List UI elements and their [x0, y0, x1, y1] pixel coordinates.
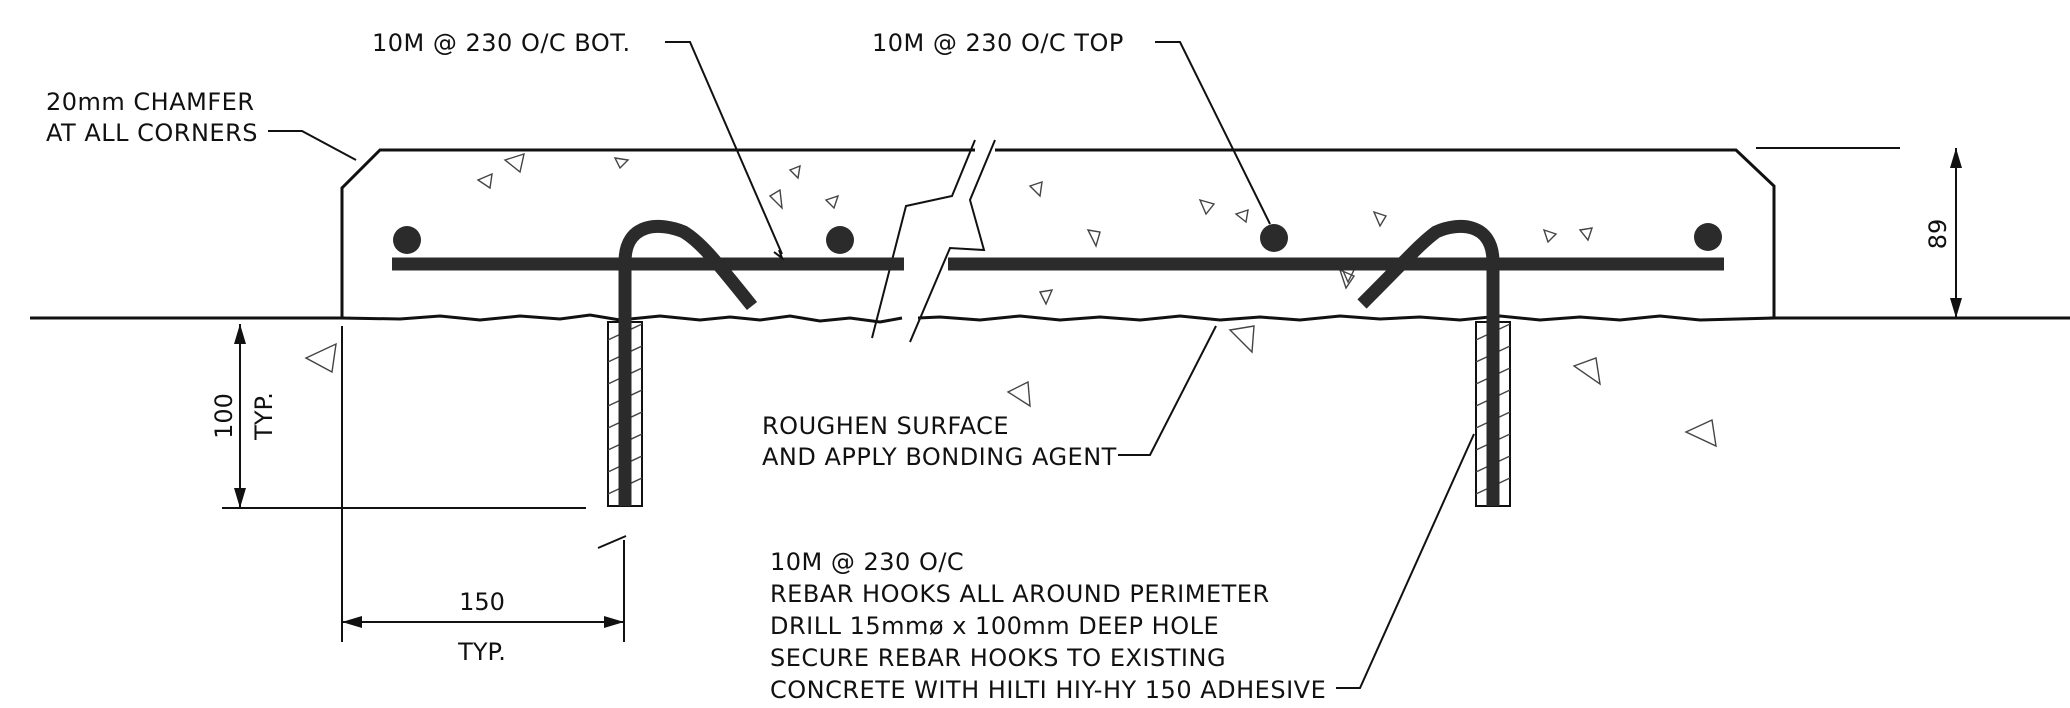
- rebar-dot-2: [826, 226, 854, 254]
- embed-depth-note: TYP.: [250, 392, 278, 441]
- chamfer-callout-line2: AT ALL CORNERS: [46, 119, 258, 147]
- rebar-hook-left: [618, 220, 758, 506]
- spacing-note: TYP.: [457, 638, 506, 666]
- hooks-callout-line2: REBAR HOOKS ALL AROUND PERIMETER: [770, 580, 1270, 608]
- leaders: [268, 41, 1475, 689]
- rebar-dot-1: [393, 226, 421, 254]
- dimension-embed-depth: [222, 324, 586, 509]
- roughen-callout-line2: AND APPLY BONDING AGENT: [762, 443, 1117, 471]
- rebar-dot-3: [1260, 224, 1288, 252]
- rebar-dot-4: [1694, 223, 1722, 251]
- bottom-rebar-callout: 10M @ 230 O/C BOT.: [372, 29, 631, 57]
- chamfer-callout-line1: 20mm CHAMFER: [46, 88, 255, 116]
- hooks-callout-line3: DRILL 15mmø x 100mm DEEP HOLE: [770, 612, 1219, 640]
- top-rebar-callout: 10M @ 230 O/C TOP: [872, 29, 1124, 57]
- hooks-callout-line5: CONCRETE WITH HILTI HIY-HY 150 ADHESIVE: [770, 676, 1326, 704]
- hooks-callout-line4: SECURE REBAR HOOKS TO EXISTING: [770, 644, 1226, 672]
- dimension-slab-thickness: [1756, 147, 1962, 318]
- break-line-left: [871, 139, 976, 339]
- spacing-label: 150: [459, 588, 505, 616]
- rebar-hook-right: [1357, 220, 1500, 506]
- aggregate-hatch: [304, 152, 1717, 448]
- embed-depth-label: 100: [210, 393, 238, 439]
- dimension-spacing: [341, 326, 627, 642]
- slab-outline-left: [340, 148, 975, 324]
- hooks-callout-line1: 10M @ 230 O/C: [770, 548, 964, 576]
- break-line-right: [909, 139, 996, 343]
- slab-outline-right: [917, 148, 1776, 322]
- roughen-callout-line1: ROUGHEN SURFACE: [762, 412, 1009, 440]
- slab-thickness-label: 89: [1924, 219, 1952, 250]
